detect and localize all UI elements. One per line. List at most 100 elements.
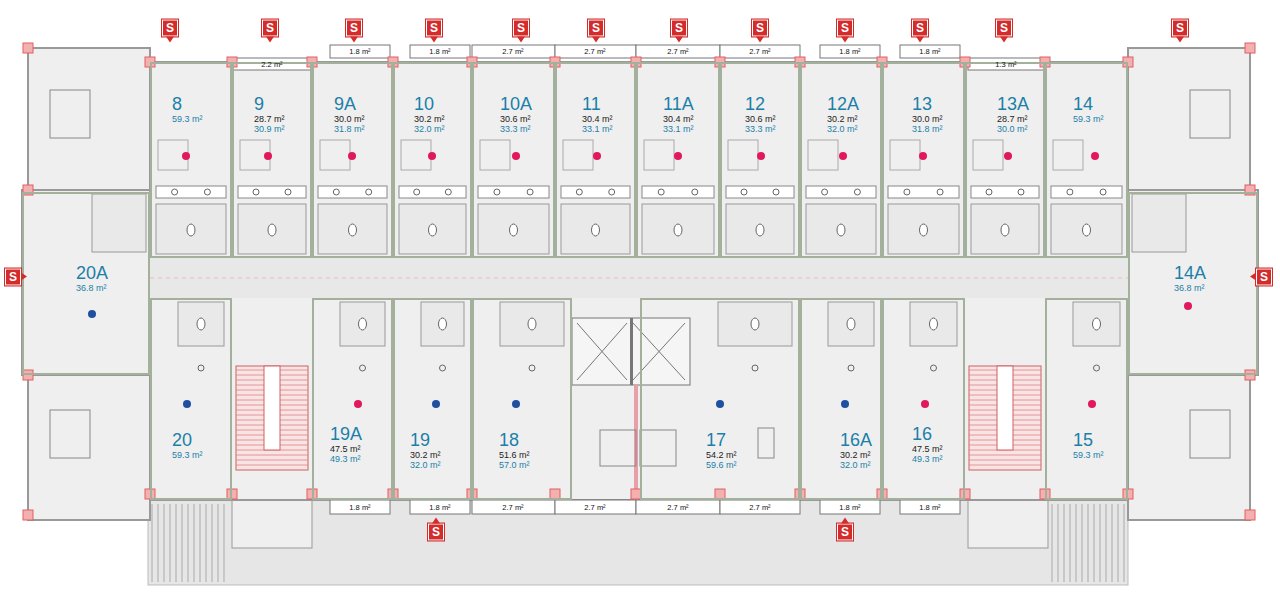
room-number: 14A	[1174, 263, 1206, 283]
marker-label: S	[1172, 20, 1188, 37]
room-label: 1130.4 m²33.1 m²	[582, 94, 613, 134]
sink	[1094, 365, 1100, 371]
room-label: 11A30.4 m²33.1 m²	[663, 94, 694, 134]
bathroom	[561, 204, 630, 254]
bed	[50, 90, 90, 138]
room-area: 36.8 m²	[76, 283, 108, 293]
room: 859.3 m²	[150, 62, 232, 258]
room-label: 928.7 m²30.9 m²	[254, 94, 285, 134]
bed	[600, 430, 636, 466]
wing-room	[28, 48, 150, 190]
room-number: 19	[410, 430, 441, 450]
status-dot	[512, 400, 520, 408]
toilet	[920, 224, 928, 236]
wash-counter	[318, 186, 387, 198]
bed	[644, 140, 674, 170]
balcony	[900, 45, 960, 58]
wing-lobby	[1128, 190, 1258, 375]
balcony-area: 2.7 m²	[502, 47, 523, 56]
room-label: 1459.3 m²	[1073, 94, 1104, 124]
room-label: 1230.6 m²33.3 m²	[745, 94, 776, 134]
room-number: 12A	[827, 94, 859, 114]
sink	[937, 189, 943, 195]
room: 928.7 m²30.9 m²	[232, 62, 312, 258]
room-area: 30.2 m²	[827, 114, 859, 124]
balcony-area: 1.8 m²	[429, 503, 450, 512]
wash-counter	[806, 186, 876, 198]
room-label: 1330.0 m²31.8 m²	[912, 94, 943, 134]
terrace-hatch	[194, 504, 195, 582]
status-dot	[1088, 400, 1096, 408]
balcony-area: 1.8 m²	[839, 503, 860, 512]
sink	[198, 365, 204, 371]
room-number: 8	[172, 94, 203, 114]
column	[550, 489, 560, 499]
room-area: 47.5 m²	[330, 444, 362, 454]
status-dot	[674, 152, 682, 160]
room-number: 12	[745, 94, 776, 114]
toilet	[187, 224, 195, 236]
balcony-area: 1.3 m²	[995, 60, 1016, 69]
room-area: 59.3 m²	[1073, 450, 1104, 460]
toilet	[268, 224, 276, 236]
status-dot	[182, 152, 190, 160]
stair-step	[236, 465, 308, 466]
room: 14A36.8 m²	[1128, 192, 1258, 375]
building-body	[150, 62, 1128, 500]
status-dot	[264, 152, 272, 160]
terrace-room	[232, 500, 312, 548]
balcony-area: 2.7 m²	[749, 47, 770, 56]
status-dot	[921, 400, 929, 408]
room-area: 31.8 m²	[334, 124, 365, 134]
bathroom	[238, 204, 306, 254]
room-number: 9	[254, 94, 285, 114]
wash-counter	[561, 186, 630, 198]
room-area: 57.0 m²	[499, 460, 530, 470]
status-dot	[354, 400, 362, 408]
status-dot	[1004, 152, 1012, 160]
terrace-hatch	[200, 504, 201, 582]
sink	[333, 189, 339, 195]
wing-lobby	[22, 190, 150, 375]
room-number: 11	[582, 94, 613, 114]
balcony	[472, 500, 555, 514]
room-area: 32.0 m²	[410, 460, 441, 470]
room-area: 51.6 m²	[499, 450, 530, 460]
room-number: 16	[912, 424, 943, 444]
room-number: 16A	[840, 430, 872, 450]
room: 10A30.6 m²33.3 m²	[472, 62, 555, 258]
room-label: 1851.6 m²57.0 m²	[499, 430, 530, 470]
terrace-hatch	[1052, 504, 1053, 582]
balcony	[330, 45, 390, 58]
balcony	[820, 500, 880, 514]
desk	[758, 428, 774, 458]
bathroom	[156, 204, 226, 254]
balcony	[968, 58, 1045, 70]
room-label: 14A36.8 m²	[1174, 263, 1206, 293]
sink	[752, 365, 758, 371]
room-area: 30.2 m²	[410, 450, 441, 460]
terrace-hatch	[224, 504, 225, 582]
wash-counter	[1051, 186, 1122, 198]
room-area: 30.4 m²	[582, 114, 613, 124]
toilet	[1001, 224, 1009, 236]
balcony-area: 2.7 m²	[749, 503, 770, 512]
room: 20A36.8 m²	[22, 192, 150, 375]
balcony-area: 1.8 m²	[349, 47, 370, 56]
room-area: 36.8 m²	[1174, 283, 1206, 293]
room-area: 32.0 m²	[827, 124, 859, 134]
room-area: 59.3 m²	[1073, 114, 1104, 124]
column	[715, 489, 725, 499]
room-area: 30.2 m²	[414, 114, 445, 124]
sink	[822, 189, 828, 195]
room-area: 33.1 m²	[582, 124, 613, 134]
bathroom	[1132, 194, 1186, 252]
corridor	[150, 258, 1128, 298]
balcony	[330, 500, 390, 514]
marker-label: S	[428, 524, 444, 541]
toilet	[528, 318, 536, 330]
sink	[609, 189, 615, 195]
status-dot	[757, 152, 765, 160]
toilet	[756, 224, 764, 236]
sink	[445, 189, 451, 195]
